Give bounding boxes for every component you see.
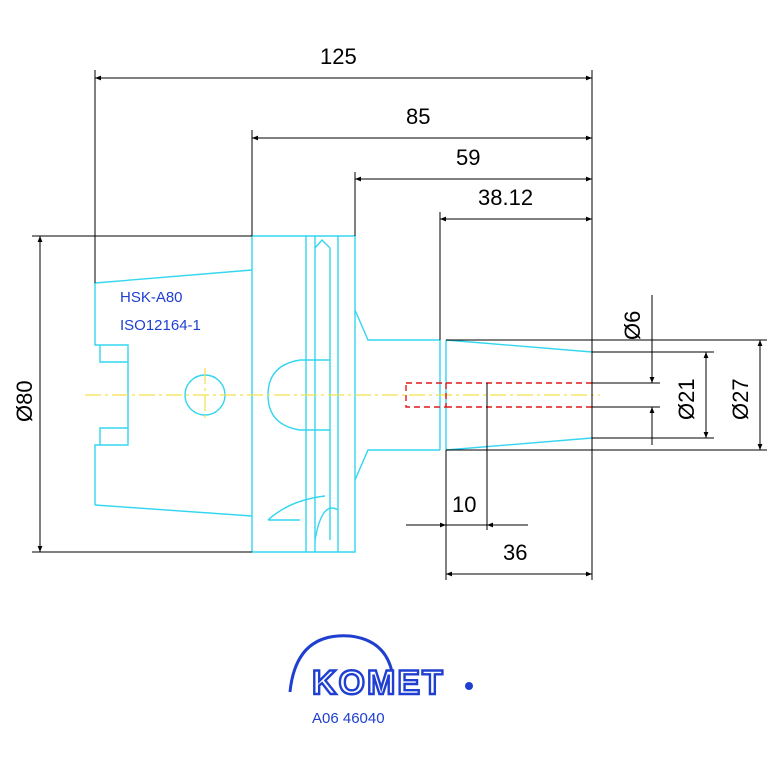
dimension-125: 125	[94, 44, 593, 580]
dim-label-59: 59	[456, 145, 480, 170]
dim-label-dia-21: Ø21	[674, 378, 699, 420]
dim-label-36: 36	[503, 540, 527, 565]
dim-label-10: 10	[452, 492, 476, 517]
standard-label: ISO12164-1	[120, 317, 201, 334]
dim-label-125: 125	[320, 44, 357, 69]
dim-label-dia-27: Ø27	[728, 378, 753, 420]
interface-label: HSK-A80	[120, 289, 183, 306]
tool-holder-outline	[94, 235, 593, 553]
part-number: A06 46040	[312, 710, 385, 727]
dimension-36: 36	[446, 540, 592, 577]
hidden-bore	[405, 382, 592, 408]
dimension-38-12: 38.12	[439, 185, 592, 340]
dimension-dia-6: Ø6	[592, 295, 660, 445]
dimension-dia-21: Ø21	[592, 351, 714, 439]
dimension-dia-27: Ø27	[446, 339, 767, 451]
dim-label-dia-6: Ø6	[620, 311, 645, 340]
dimension-dia-80: Ø80	[12, 235, 252, 553]
dimension-85: 85	[251, 104, 592, 236]
komet-logo: KOMET	[288, 634, 473, 703]
dim-label-dia-80: Ø80	[12, 380, 37, 422]
dimension-59: 59	[354, 145, 592, 236]
dim-label-38-12: 38.12	[478, 185, 533, 210]
dim-label-85: 85	[406, 104, 430, 129]
logo-wordmark: KOMET	[312, 664, 445, 702]
dimension-10: 10	[406, 383, 528, 580]
